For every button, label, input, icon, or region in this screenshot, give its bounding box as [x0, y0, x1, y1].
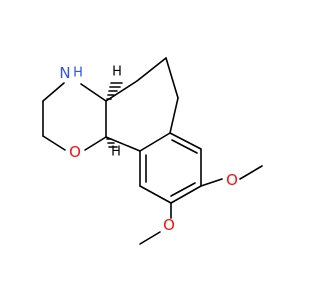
- bond-omethoxy2-ch3: [139, 231, 161, 245]
- bond-o-c10b: [84, 136, 107, 151]
- atom-h-lower-label: H: [111, 145, 121, 160]
- atom-nitrogen-hydrogen-label: H: [73, 66, 83, 81]
- atom-methoxy-oxygen-2-label: O: [163, 216, 175, 234]
- bond-c10-c11: [139, 185, 172, 204]
- bond-n-ch2: [42, 82, 65, 102]
- bond-c4a-c5: [105, 80, 138, 102]
- atom-h-upper-label: H: [112, 65, 122, 80]
- atom-ring-oxygen-label: O: [69, 143, 81, 161]
- bond-omethoxy1-ch3: [239, 165, 263, 180]
- bond-c9-c10: [170, 185, 202, 204]
- molecule-structure: N H H O H O O: [42, 57, 263, 245]
- bond-c9-omethoxy1: [200, 178, 223, 187]
- atom-methoxy-oxygen-1-label: O: [226, 171, 238, 189]
- bond-c9-c10-double: [170, 182, 196, 197]
- bond-c6-c7: [165, 57, 179, 99]
- bond-c8-c8-double: [171, 139, 198, 154]
- bond-c4a-n: [80, 83, 107, 102]
- hash-bond-c10b-h: [106, 138, 118, 148]
- bond-c7a-c8: [169, 132, 202, 150]
- bond-c7-c7a: [169, 97, 179, 134]
- hash-bond-c4a-h: [106, 82, 123, 100]
- bond-ch2-o: [42, 135, 66, 151]
- atom-nitrogen-label: N: [59, 64, 70, 82]
- bond-c5-c6: [136, 57, 167, 82]
- bond-c7a-c10a: [139, 132, 171, 152]
